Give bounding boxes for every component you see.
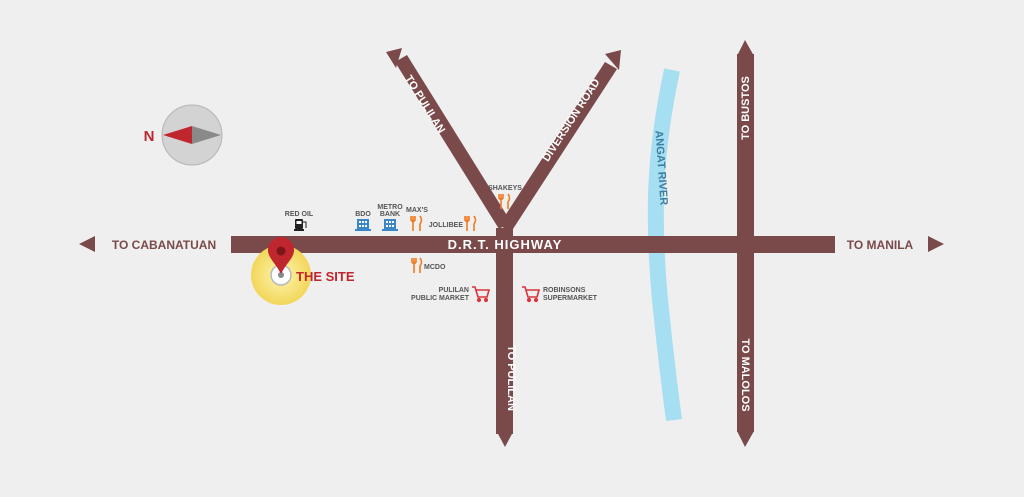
road-diversion — [499, 62, 617, 232]
poi-bdo[interactable]: BDO — [355, 211, 371, 231]
compass-needle-north — [163, 126, 192, 144]
red-oil-label: RED OIL — [285, 211, 314, 218]
roads — [79, 40, 944, 447]
arrow-to-pulilan-south — [497, 432, 513, 447]
label-to-cabanatuan: TO CABANATUAN — [112, 238, 216, 252]
bdo-label: BDO — [355, 211, 371, 218]
poi-jollibee[interactable]: JOLLIBEE — [429, 215, 477, 231]
arrow-to-malolos — [737, 431, 754, 447]
pulilan-market-label-line1: PULILAN — [439, 287, 469, 294]
poi-maxs[interactable]: MAX'S — [406, 207, 428, 231]
shopping-cart-icon — [472, 286, 491, 303]
label-diversion-road: DIVERSION ROAD — [540, 77, 602, 164]
arrow-to-bustos — [737, 40, 754, 56]
label-angat-river: ANGAT RIVER — [652, 130, 669, 206]
robinsons-label-line2: SUPERMARKET — [543, 295, 598, 302]
site-label: THE SITE — [296, 269, 355, 284]
label-to-manila: TO MANILA — [847, 238, 914, 252]
road-to-pulilan-south — [496, 228, 513, 434]
metrobank-label-line1: METRO — [377, 204, 403, 211]
jollibee-label: JOLLIBEE — [429, 222, 464, 229]
poi-red-oil[interactable]: RED OIL — [285, 211, 314, 231]
poi-shakeys[interactable]: SHAKEYS — [488, 185, 522, 209]
shakeys-label: SHAKEYS — [488, 185, 522, 192]
compass-needle-south — [192, 126, 221, 144]
restaurant-icon — [411, 257, 423, 273]
compass-label: N — [144, 128, 155, 145]
label-to-malolos: TO MALOLOS — [739, 338, 751, 411]
label-to-pulilan-south: TO PULILAN — [505, 345, 517, 411]
label-to-pulilan-north: TO PULILAN — [402, 73, 447, 135]
restaurant-icon — [498, 193, 511, 209]
restaurant-icon — [464, 215, 477, 231]
angat-river — [647, 68, 682, 422]
label-drt-highway: D.R.T. HIGHWAY — [448, 237, 563, 252]
compass: N — [144, 104, 223, 166]
site-dot — [278, 272, 284, 278]
restaurant-icon — [410, 215, 423, 231]
metrobank-label-line2: BANK — [380, 211, 400, 218]
arrow-to-manila — [928, 236, 944, 252]
arrow-to-cabanatuan — [79, 236, 95, 252]
bank-icon — [382, 219, 398, 231]
arrow-to-pulilan-north — [386, 48, 402, 68]
poi-mcdo[interactable]: MCDO — [411, 257, 446, 273]
robinsons-label-line1: ROBINSONS — [543, 287, 586, 294]
poi-pulilan-public-market[interactable]: PULILAN PUBLIC MARKET — [411, 286, 491, 303]
arrow-diversion — [605, 50, 621, 70]
mcdo-label: MCDO — [424, 264, 446, 271]
poi-robinsons-supermarket[interactable]: ROBINSONS SUPERMARKET — [522, 286, 598, 303]
site-marker[interactable]: THE SITE — [251, 237, 355, 305]
fuel-pump-icon — [294, 219, 307, 231]
maxs-label: MAX'S — [406, 207, 428, 214]
road-to-pulilan-north — [395, 55, 511, 229]
shopping-cart-icon — [522, 286, 541, 303]
bank-icon — [355, 219, 371, 231]
label-to-bustos: TO BUSTOS — [740, 76, 752, 140]
drt-highway — [231, 236, 835, 253]
road-bustos-malolos — [737, 54, 754, 432]
pulilan-market-label-line2: PUBLIC MARKET — [411, 295, 470, 302]
poi-metrobank[interactable]: METRO BANK — [377, 204, 403, 231]
